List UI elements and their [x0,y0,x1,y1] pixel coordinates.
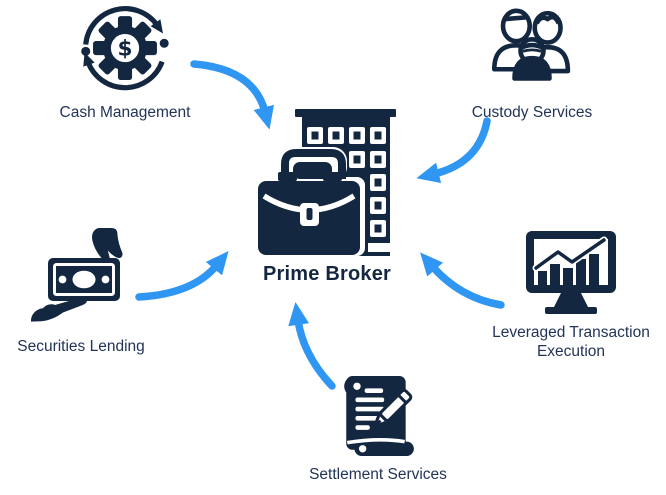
node-label: Leveraged Transaction Execution [492,324,650,360]
node-label: Custody Services [471,104,593,121]
node-label: Settlement Services [309,466,447,483]
node-securities-lending: Securities Lending [0,226,174,357]
dollar-glyph: $ [117,37,132,62]
briefcase-building-icon [257,109,396,256]
node-label: Securities Lending [17,338,145,355]
center-label: Prime Broker [262,263,391,285]
arrow-settlement-to-center [288,302,336,390]
node-label: Cash Management [59,104,191,121]
node-custody-services: Custody Services [434,2,630,123]
arrow-leveraged-to-center [420,252,505,309]
arrow-custody-to-center [416,117,491,184]
gear-dollar-cycle-icon: $ [81,6,169,91]
node-settlement-services: Settlement Services [288,374,468,485]
monitor-chart-icon [526,231,616,314]
node-cash-management: $ Cash Management [27,2,223,123]
arrow-cash-to-center [190,60,274,130]
arrow-securities-to-center [135,251,229,301]
scroll-pen-icon [344,376,414,456]
node-leveraged-transaction-execution: Leveraged Transaction Execution [478,228,664,362]
money-hand-icon [31,228,123,322]
node-prime-broker: Prime Broker [257,108,397,286]
family-group-icon [491,8,571,81]
